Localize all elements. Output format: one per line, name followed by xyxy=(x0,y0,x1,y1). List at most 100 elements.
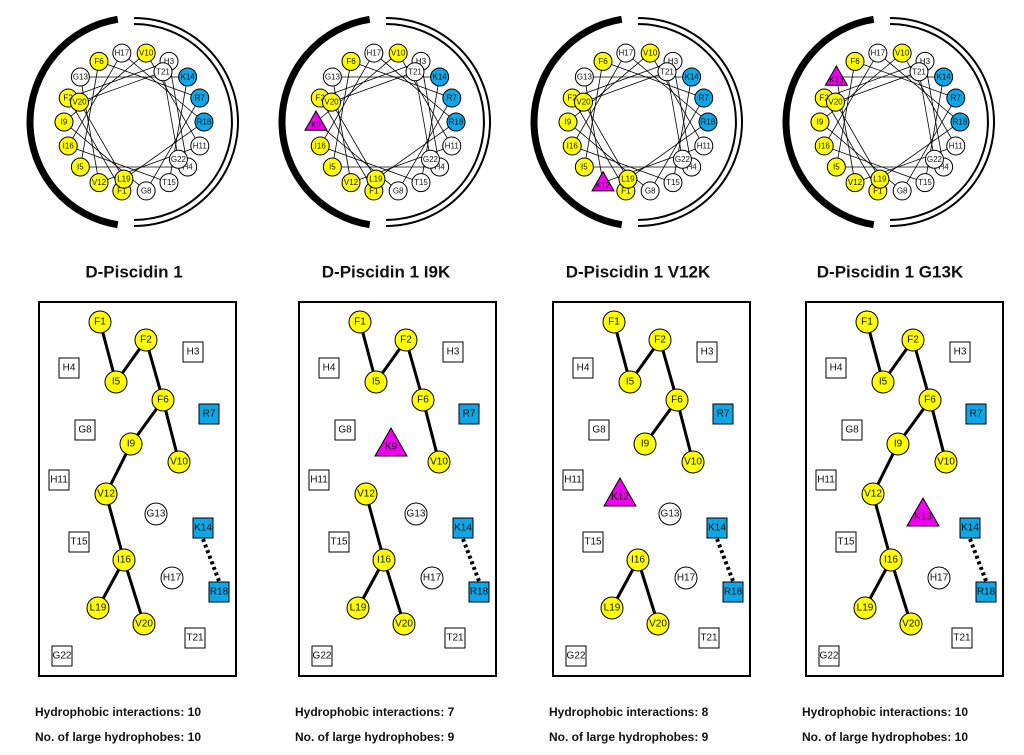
net-residue-r7: R7 xyxy=(198,403,220,425)
helical-net: F1F2H3H4I5F6R7G8I9V10H11V12K13K14T15I16H… xyxy=(805,301,1004,677)
net-residue-square xyxy=(442,341,464,363)
net-residue-f2: F2 xyxy=(394,328,418,352)
wheel-residue-label: H4 xyxy=(183,162,194,171)
polar-face-arc xyxy=(530,15,623,229)
net-residue-v12: V12 xyxy=(354,482,378,506)
wheel-residue-label: F1 xyxy=(621,186,631,195)
net-residue-label: K14 xyxy=(454,523,472,534)
net-residue-h3: H3 xyxy=(949,341,971,363)
net-residue-label: T21 xyxy=(700,633,718,644)
net-residue-h11: H11 xyxy=(48,469,70,491)
net-residue-circle xyxy=(392,612,416,636)
wheel-residue-label: V10 xyxy=(643,49,658,58)
net-residue-t15: T15 xyxy=(582,531,604,553)
wheel-residue-circle xyxy=(69,92,89,112)
wheel-residue-label: I9 xyxy=(817,118,824,127)
wheel-residue-g13: G13 xyxy=(322,67,342,87)
net-residue-f1: F1 xyxy=(348,310,372,334)
wheel-line xyxy=(331,101,377,180)
net-residue-circle xyxy=(861,482,885,506)
net-residue-label: R18 xyxy=(470,587,489,598)
wheel-residue-label: I16 xyxy=(315,141,327,150)
wheel-line xyxy=(625,52,709,123)
net-residue-r18: R18 xyxy=(975,581,997,603)
net-residue-label: T21 xyxy=(446,633,464,644)
net-residue-i9: I9 xyxy=(886,432,910,456)
net-residue-label: H17 xyxy=(423,573,442,584)
wheel-residue-circle xyxy=(112,43,132,63)
wheel-residue-label: F2 xyxy=(64,94,74,103)
wheel-line xyxy=(571,97,627,192)
wheel-residue-t15: T15 xyxy=(915,173,935,193)
lysine-triangle xyxy=(591,170,615,192)
net-residue-label: L19 xyxy=(857,603,874,614)
net-residue-r7: R7 xyxy=(712,403,734,425)
net-residue-label: H17 xyxy=(930,573,949,584)
net-residue-h3: H3 xyxy=(696,341,718,363)
wheel-residue-v10: V10 xyxy=(892,43,912,63)
salt-bridge-line xyxy=(461,538,481,582)
nonpolar-face-arc-outer xyxy=(889,17,995,227)
wheel-residue-r7: R7 xyxy=(946,88,966,108)
net-residue-label: G13 xyxy=(147,509,166,520)
wheel-residue-label: I9 xyxy=(61,118,68,127)
wheel-residue-circle xyxy=(136,43,156,63)
wheel-residue-circle xyxy=(430,67,450,87)
wheel-residue-label: H4 xyxy=(435,162,446,171)
wheel-residue-r7: R7 xyxy=(694,88,714,108)
mutation-k9: K9 xyxy=(374,426,408,457)
net-residue-t21: T21 xyxy=(444,627,466,649)
wheel-residue-label: F1 xyxy=(117,186,127,195)
net-residue-v10: V10 xyxy=(934,450,958,474)
wheel-residue-circle xyxy=(190,136,210,156)
wheel-line xyxy=(602,61,704,99)
net-residue-circle xyxy=(151,388,175,412)
net-residue-label: H17 xyxy=(677,573,696,584)
net-residue-label: I5 xyxy=(626,377,635,388)
net-residue-i5: I5 xyxy=(618,370,642,394)
wheel-residue-label: G13 xyxy=(577,73,593,82)
wheel-residue-f6: F6 xyxy=(593,51,613,71)
wheel-residue-circle xyxy=(593,51,613,71)
wheel-residue-r18: R18 xyxy=(950,112,970,132)
wheel-line xyxy=(583,61,604,168)
net-residue-g22: G22 xyxy=(818,645,840,667)
wheel-residue-circle xyxy=(892,43,912,63)
lysine-triangle xyxy=(603,476,637,507)
net-residue-square xyxy=(311,645,333,667)
net-residue-label: V20 xyxy=(902,619,920,630)
net-residue-label: I5 xyxy=(112,377,121,388)
wheel-residue-circle xyxy=(574,157,594,177)
wheel-residue-l19: L19 xyxy=(870,169,890,189)
net-residue-square xyxy=(582,531,604,553)
wheel-residue-circle xyxy=(558,112,578,132)
wheel-residue-circle xyxy=(322,67,342,87)
wheel-residue-g8: G8 xyxy=(388,181,408,201)
wheel-residue-label: R18 xyxy=(701,118,716,127)
net-residue-square xyxy=(825,357,847,379)
wheel-residue-g8: G8 xyxy=(136,181,156,201)
wheel-residue-circle xyxy=(810,112,830,132)
wheel-residue-label: R18 xyxy=(953,118,968,127)
wheel-residue-circle xyxy=(573,92,593,112)
wheel-residue-label: H3 xyxy=(416,57,427,66)
wheel-residue-g8: G8 xyxy=(640,181,660,201)
lysine-triangle xyxy=(824,64,849,86)
net-residue-f1: F1 xyxy=(88,310,112,334)
net-residue-label: H4 xyxy=(63,363,76,374)
net-residue-t21: T21 xyxy=(698,627,720,649)
lysine-triangle xyxy=(906,496,940,527)
net-residue-h17: H17 xyxy=(674,566,698,590)
helical-net: F1F2H3H4I5F6R7G8I9V10H11K12G13K14T15I16H… xyxy=(552,301,751,677)
wheel-residue-label: G22 xyxy=(927,155,943,164)
net-residue-g22: G22 xyxy=(311,645,333,667)
net-residue-square xyxy=(452,517,474,539)
wheel-residue-label: F2 xyxy=(316,94,326,103)
net-residue-i9: I9 xyxy=(633,432,657,456)
wheel-residue-label: H11 xyxy=(445,141,460,150)
net-residue-i16: I16 xyxy=(112,548,136,572)
wheel-residue-label: H17 xyxy=(367,49,382,58)
net-residue-label: K14 xyxy=(194,523,212,534)
